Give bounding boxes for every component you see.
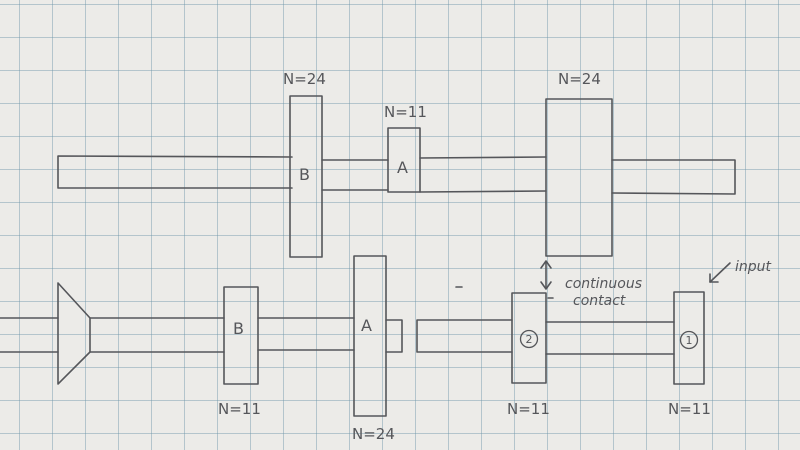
bottom-gear-a-teeth: N=24 — [352, 425, 395, 443]
bottom-gear-a-label: A — [361, 316, 372, 335]
gear-2: 2 N=11 — [507, 292, 550, 418]
bevel-cone — [57, 282, 91, 385]
top-gear-right: N=24 — [545, 70, 613, 257]
bottom-gear-b: B N=11 — [218, 286, 261, 418]
top-gear-a-label: A — [397, 158, 408, 177]
top-gear-right-teeth: N=24 — [558, 70, 601, 88]
gear-2-teeth: N=11 — [507, 400, 550, 418]
top-shaft — [57, 155, 736, 195]
contact-note-line1: continuous — [565, 276, 642, 292]
gear-1-label: 1 — [686, 334, 693, 347]
top-gear-a: A N=11 — [384, 103, 427, 193]
top-gear-b-label: B — [299, 165, 310, 184]
continuous-contact-note: continuous contact — [540, 260, 642, 309]
gear-1: 1 N=11 — [668, 291, 711, 418]
gear-1-teeth: N=11 — [668, 400, 711, 418]
top-gear-a-teeth: N=11 — [384, 103, 427, 121]
input-note: input — [709, 259, 772, 283]
gear-2-label: 2 — [526, 333, 533, 346]
bottom-gear-a: A N=24 — [352, 255, 395, 443]
input-note-label: input — [735, 259, 772, 275]
top-gear-b-teeth: N=24 — [283, 70, 326, 88]
bottom-gear-b-teeth: N=11 — [218, 400, 261, 418]
bottom-shaft — [0, 317, 675, 355]
contact-note-line2: contact — [573, 293, 626, 309]
top-gear-b: B N=24 — [283, 70, 326, 258]
bottom-gear-b-label: B — [233, 319, 244, 338]
